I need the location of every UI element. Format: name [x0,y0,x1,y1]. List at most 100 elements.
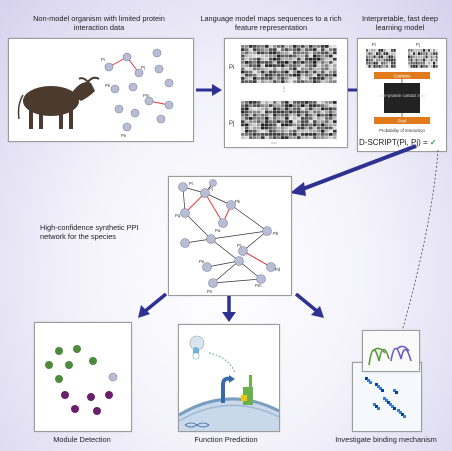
embedding-cell [293,123,297,127]
embedding-cell [281,67,285,71]
embedding-cell [261,133,265,136]
embedding-cell [245,107,249,111]
embedding-cell [425,61,428,65]
embedding-cell [293,80,297,83]
embedding-cell [281,113,285,117]
dotted-path [208,352,236,374]
embedding-cell [420,65,423,68]
contact-cell [367,379,370,382]
cluster-node [45,361,53,369]
embedding-cell [313,123,317,127]
embedding-cell [245,133,249,136]
embedding-cell [333,113,337,117]
embedding-cell [265,123,269,127]
embedding-cell [273,107,277,111]
embedding-cell [309,113,313,117]
embedding-cell [257,113,261,117]
embedding-cell [325,107,329,111]
embedding-cell [381,55,384,59]
embedding-cell [261,54,265,58]
embedding-cell [245,120,249,123]
embedding-cell [265,110,269,114]
embedding-cell [265,54,269,58]
embedding-cell [277,70,281,74]
embedding-cell [371,61,374,65]
embedding-cell [297,73,301,77]
embedding-cell [253,51,257,55]
embedding-cell [269,70,273,74]
embedding-cell [321,101,325,104]
protein-node [110,84,120,94]
embedding-cell [309,101,313,104]
embedding-cell [313,101,317,104]
embedding-cell [317,77,321,80]
embedding-cell [301,104,305,107]
embedding-cell [309,61,313,64]
embedding-cell [313,45,317,48]
embedding-cell [289,51,293,55]
embedding-cell [285,70,289,74]
cluster-node [71,405,79,413]
embedding-cell [273,117,277,120]
embedding-cell [325,101,329,104]
embedding-cell [393,65,396,68]
embedding-cell [305,77,309,80]
embedding-cell [305,126,309,130]
embedding-cell [285,117,289,120]
embedding-cell [253,77,257,80]
embedding-cell [388,65,391,68]
embedding-cell [317,45,321,48]
embedding-cell [249,126,253,130]
embedding-cell [321,77,325,80]
embedding-cell [269,104,273,107]
cluster-node [73,345,81,353]
dna-icon [184,422,210,428]
node-label: Pm [143,93,150,98]
contact-cell [379,387,382,390]
embedding-cell [257,73,261,77]
embedding-cell [301,57,305,61]
embedding-cell [245,110,249,114]
embedding-cell [261,73,265,77]
embedding-cell [391,49,394,52]
embedding-cell [386,61,389,65]
embedding-cell [305,123,309,127]
embedding-cell [241,126,245,130]
embedding-cell [265,133,269,136]
embedding-cell [277,57,281,61]
embedding-cell [305,110,309,114]
embedding-cell [269,73,273,77]
embedding-cell [333,73,337,77]
embedding-cell [257,126,261,130]
cluster-node [55,375,63,383]
embedding-cell [249,136,253,139]
embedding-cell [325,48,329,51]
embedding-cell [277,101,281,104]
embedding-cell [277,73,281,77]
embedding-cell [277,45,281,48]
embedding-cell [425,55,428,59]
embedding-cell [423,52,426,55]
embedding-cell [285,133,289,136]
embedding-cell [373,52,376,55]
embedding-cell [289,77,293,80]
embedding-cell [281,51,285,55]
embedding-cell [325,113,329,117]
embedding-cell [289,136,293,139]
embedding-cell [333,70,337,74]
embedding-cell [297,61,301,64]
cluster-node [108,372,118,382]
network-node [209,179,217,187]
embedding-cell [333,133,337,136]
pool-label: Pool [398,119,407,124]
embedding-cell [313,57,317,61]
embedding-cell [317,70,321,74]
embedding-cell [257,107,261,111]
embedding-cell [368,49,371,52]
embedding-cell [329,104,333,107]
embedding-cell [309,80,313,83]
embedding-cell [309,51,313,55]
embedding-cell [293,113,297,117]
contact-cell [393,407,396,410]
embedding-cell [273,45,277,48]
